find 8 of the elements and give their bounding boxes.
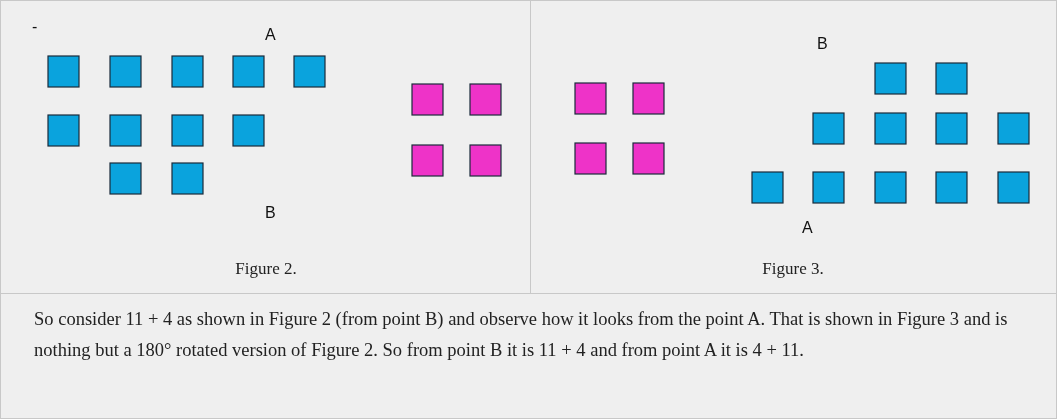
figure-caption: Figure 3. <box>762 259 824 279</box>
figure-caption: Figure 2. <box>235 259 297 279</box>
point-label: A <box>265 26 276 44</box>
point-label: B <box>817 35 828 53</box>
point-label: A <box>802 219 813 237</box>
dash-mark: - <box>32 18 38 36</box>
explanation-paragraph: So consider 11 + 4 as shown in Figure 2 (from point B) and observe how it looks from the point A. That is shown in Figure 3 and is nothing but a 180° rotated version of Figure 2. So from point B it is 11 + 4 and from point A it is 4 + 11. <box>34 308 1009 362</box>
point-label: B <box>265 204 276 222</box>
